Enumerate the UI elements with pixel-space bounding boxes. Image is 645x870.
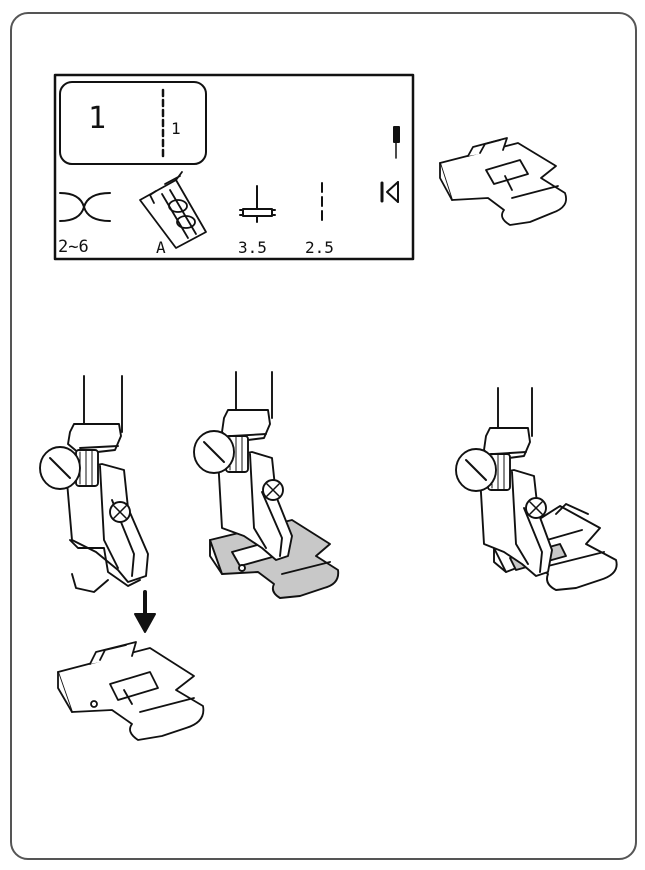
stitch-index: 1 (171, 119, 181, 138)
page-frame (10, 12, 637, 860)
stitch-width-icon (239, 185, 276, 223)
stitch-width-value: 3.5 (238, 238, 267, 257)
presser-foot-a-to-attach (57, 641, 205, 741)
lcd-panel: 1 1 2~6 A (53, 73, 415, 261)
foot-holder-attached (193, 371, 340, 599)
presser-foot-letter: A (156, 238, 166, 257)
foot-holder-attaching (39, 375, 149, 593)
stitch-length-value: 2.5 (305, 238, 334, 257)
arrow-down-icon (134, 590, 156, 633)
auto-lock-icon (380, 181, 399, 203)
foot-holder-zipper (455, 387, 618, 591)
presser-foot-icon (139, 171, 207, 249)
thread-tension-icon (59, 192, 111, 222)
pattern-number: 1 (88, 101, 106, 136)
presser-foot-a-illustration (439, 137, 567, 226)
tension-range: 2~6 (58, 237, 89, 257)
needle-icon (393, 126, 400, 159)
